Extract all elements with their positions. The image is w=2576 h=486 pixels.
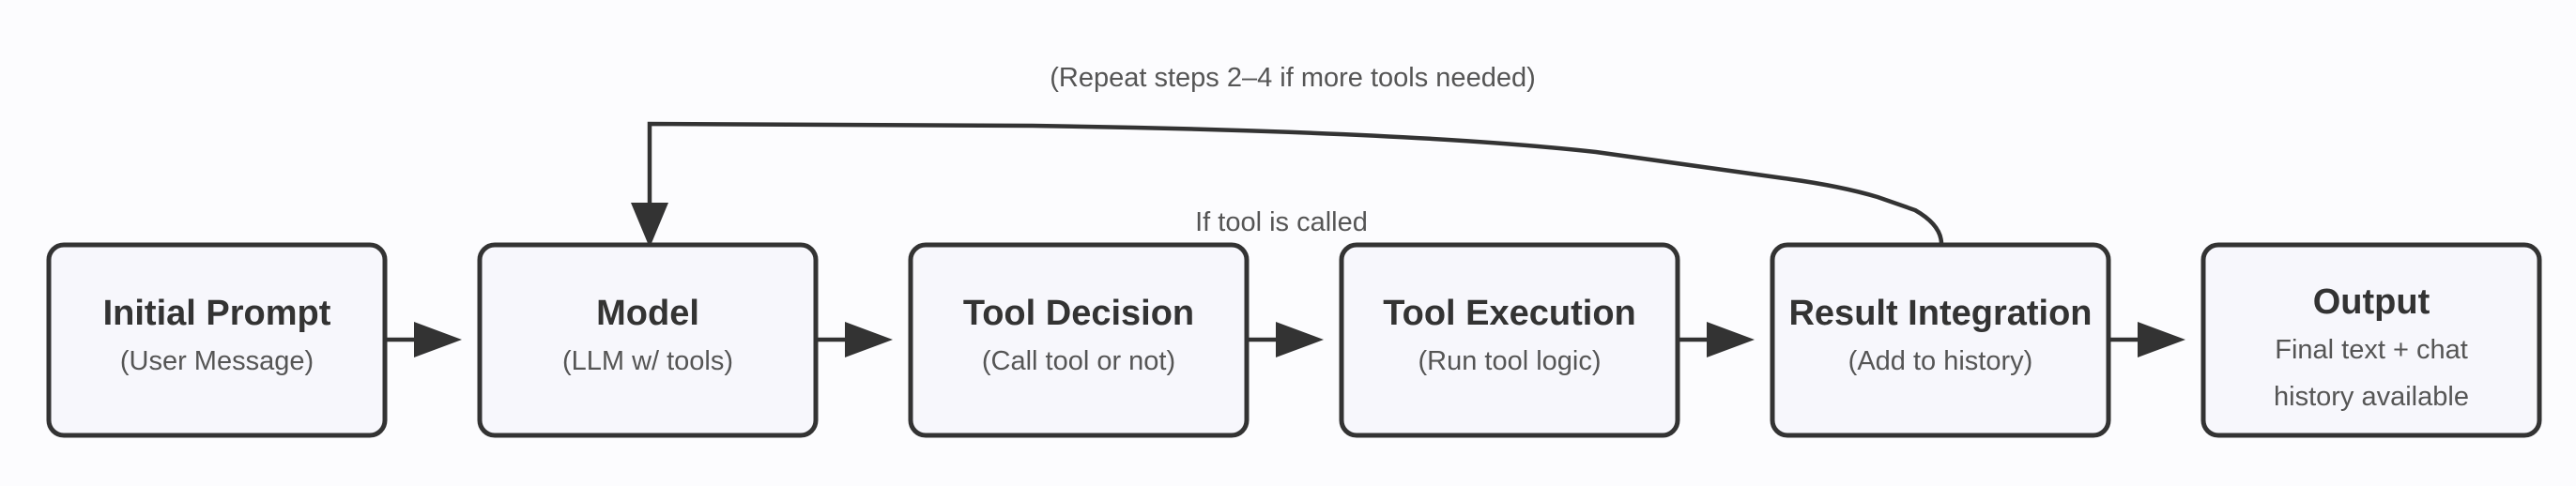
node-model: Model (LLM w/ tools) [477,242,819,438]
node-subtitle-line-2: history available [2274,382,2469,412]
edge-integration-to-output-arrowhead [2138,322,2185,357]
edge-model-to-decision-arrowhead [845,322,893,357]
node-title: Model [596,294,699,333]
loop-edge-label: (Repeat steps 2–4 if more tools needed) [1050,63,1535,93]
forward-edges [386,322,2185,357]
node-subtitle: (User Message) [120,346,314,376]
node-output: Output Final text + chat history availab… [2200,242,2542,438]
node-title: Tool Decision [963,294,1194,333]
node-box [46,242,388,438]
node-subtitle: (Call tool or not) [982,346,1175,376]
edge-execution-to-integration-arrowhead [1707,322,1755,357]
node-initial-prompt: Initial Prompt (User Message) [46,242,388,438]
edge-decision-to-execution-arrowhead [1276,322,1324,357]
tool-called-edge-label: If tool is called [1195,207,1368,237]
node-box [908,242,1250,438]
node-tool-execution: Tool Execution (Run tool logic) [1339,242,1680,438]
node-title: Tool Execution [1383,294,1636,333]
node-box [477,242,819,438]
node-subtitle: (Add to history) [1848,346,2033,376]
node-subtitle: (LLM w/ tools) [562,346,733,376]
node-box [1770,242,2111,438]
node-title: Initial Prompt [103,294,331,333]
loop-edge [647,121,1944,245]
node-subtitle: (Run tool logic) [1418,346,1601,376]
edge-prompt-to-model-arrowhead [414,322,462,357]
node-tool-decision: Tool Decision (Call tool or not) [908,242,1250,438]
node-result-integration: Result Integration (Add to history) [1770,242,2111,438]
loop-arrowhead [631,203,668,248]
node-title: Result Integration [1788,294,2092,333]
node-box [1339,242,1680,438]
node-box [2200,242,2542,438]
node-subtitle-line-1: Final text + chat [2275,335,2468,365]
node-title: Output [2313,282,2430,322]
